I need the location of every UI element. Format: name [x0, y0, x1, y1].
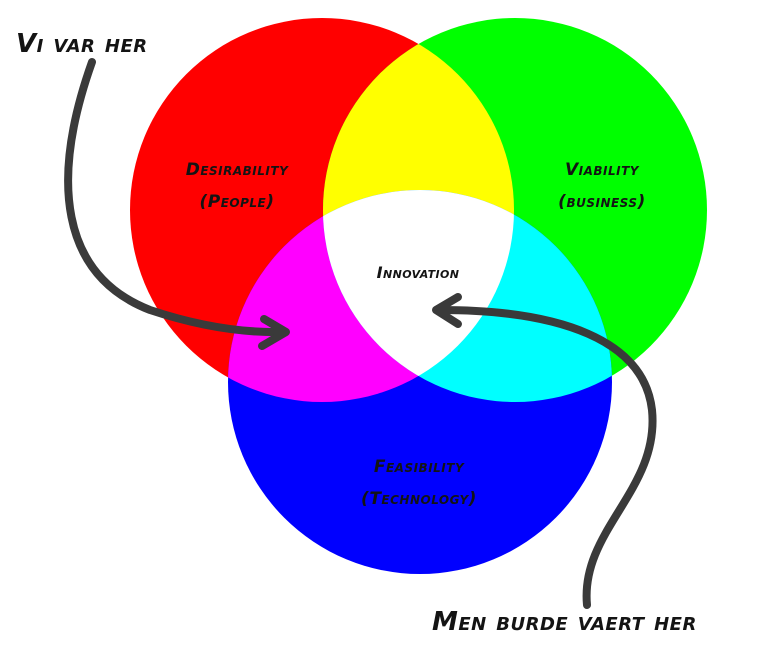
label-viability-line2: (business)	[558, 192, 646, 212]
arrow-vi-var-her	[64, 58, 290, 350]
label-feasibility-line1: Feasibility	[374, 457, 465, 477]
annotation-vi-var-her: Vi var her	[16, 29, 148, 59]
arrow-men-burde-vaert-her	[432, 293, 657, 609]
label-desirability-line2: (People)	[199, 192, 274, 212]
label-viability-line1: Viability	[565, 160, 640, 180]
label-innovation: Innovation	[377, 263, 460, 282]
label-desirability-line1: Desirability	[186, 160, 289, 180]
annotation-men-burde-vaert-her: Men burde vaert her	[432, 607, 697, 637]
label-feasibility-line2: (Technology)	[361, 489, 477, 509]
